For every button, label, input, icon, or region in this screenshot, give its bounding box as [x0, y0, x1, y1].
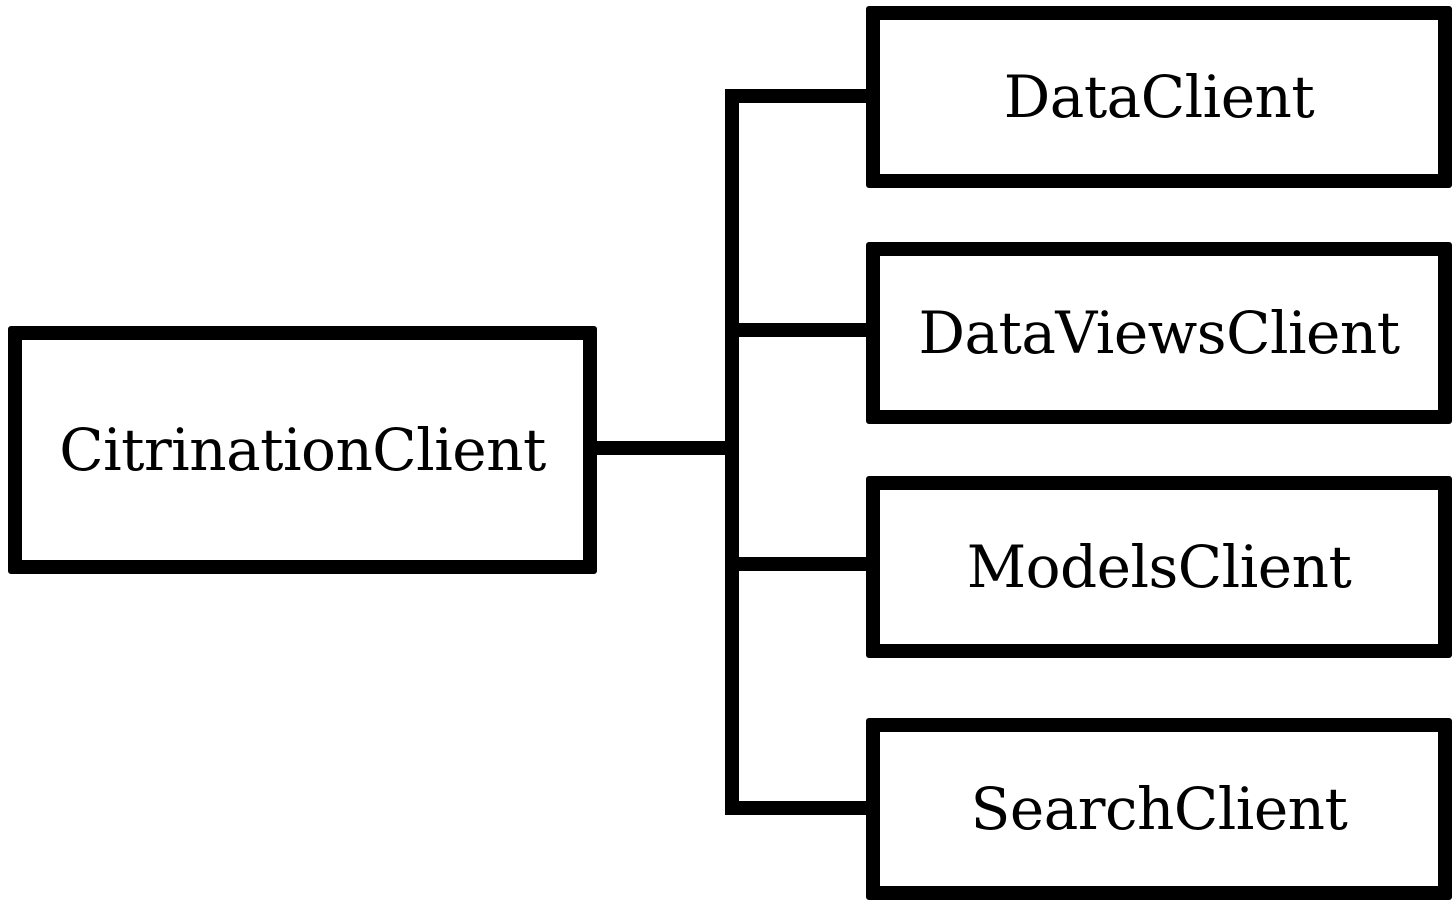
branch-line-dataviewsclient [725, 323, 868, 337]
child-node-modelsclient: ModelsClient [866, 476, 1452, 658]
child-node-dataclient: DataClient [866, 6, 1452, 188]
child-node-searchclient: SearchClient [866, 718, 1452, 900]
child-node-label: DataClient [1003, 63, 1315, 131]
branch-line-searchclient [725, 801, 868, 815]
branch-line-modelsclient [725, 557, 868, 571]
root-node-citrinationclient: CitrinationClient [8, 326, 597, 574]
child-node-dataviewsclient: DataViewsClient [866, 242, 1452, 424]
child-node-label: ModelsClient [966, 533, 1352, 601]
root-node-label: CitrinationClient [59, 416, 546, 484]
child-node-label: DataViewsClient [918, 299, 1400, 367]
child-node-label: SearchClient [970, 775, 1348, 843]
root-connector-line [595, 441, 739, 455]
branch-line-dataclient [725, 89, 868, 103]
